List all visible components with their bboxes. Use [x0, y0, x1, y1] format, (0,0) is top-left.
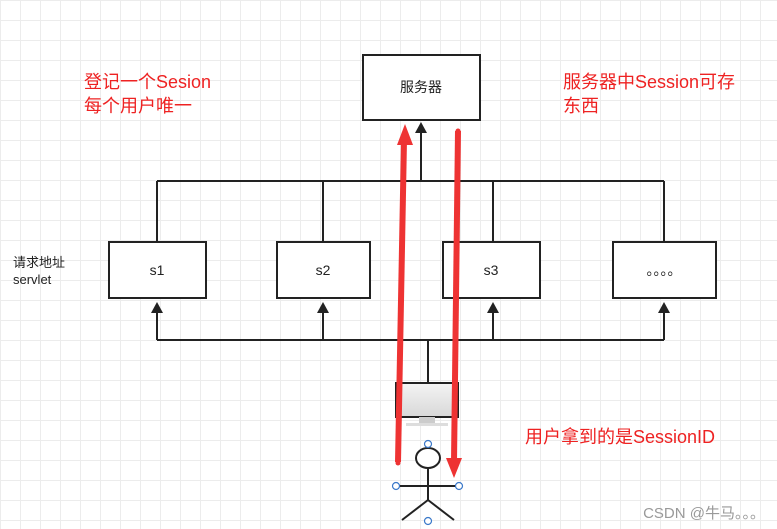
servlet-s3-label: s3 [484, 262, 499, 278]
user-figure-icon [396, 447, 459, 521]
servlet-s1-label: s1 [150, 262, 165, 278]
servlet-s1: s1 [108, 241, 207, 299]
top-bus [156, 122, 665, 242]
note-server-store-line1: 服务器中Session可存 [563, 72, 736, 92]
request-address-line2: servlet [13, 272, 52, 287]
servlet-more: 。。。。 [612, 241, 717, 299]
servlet-s2: s2 [276, 241, 371, 299]
request-address-label: 请求地址 servlet [13, 254, 65, 288]
monitor-icon [395, 382, 459, 426]
note-register-session: 登记一个Sesion 每个用户唯一 [84, 70, 211, 118]
selection-handles [391, 439, 464, 526]
request-address-line1: 请求地址 [13, 255, 66, 270]
note-server-store: 服务器中Session可存 东西 [563, 70, 735, 118]
servlet-s2-label: s2 [316, 262, 331, 278]
server-label: 服务器 [400, 79, 442, 95]
note-server-store-line2: 东西 [563, 96, 599, 116]
note-register-line1: 登记一个Sesion [84, 72, 212, 92]
note-user-session-id: 用户拿到的是SessionID [525, 427, 716, 447]
note-register-line2: 每个用户唯一 [84, 96, 192, 116]
bottom-bus [151, 302, 670, 383]
watermark: CSDN @牛马。。。 [643, 505, 765, 522]
servlet-more-label: 。。。。 [647, 262, 682, 278]
request-arrow-red [395, 124, 413, 466]
server-node: 服务器 [362, 54, 481, 121]
response-arrow-red [446, 128, 462, 478]
